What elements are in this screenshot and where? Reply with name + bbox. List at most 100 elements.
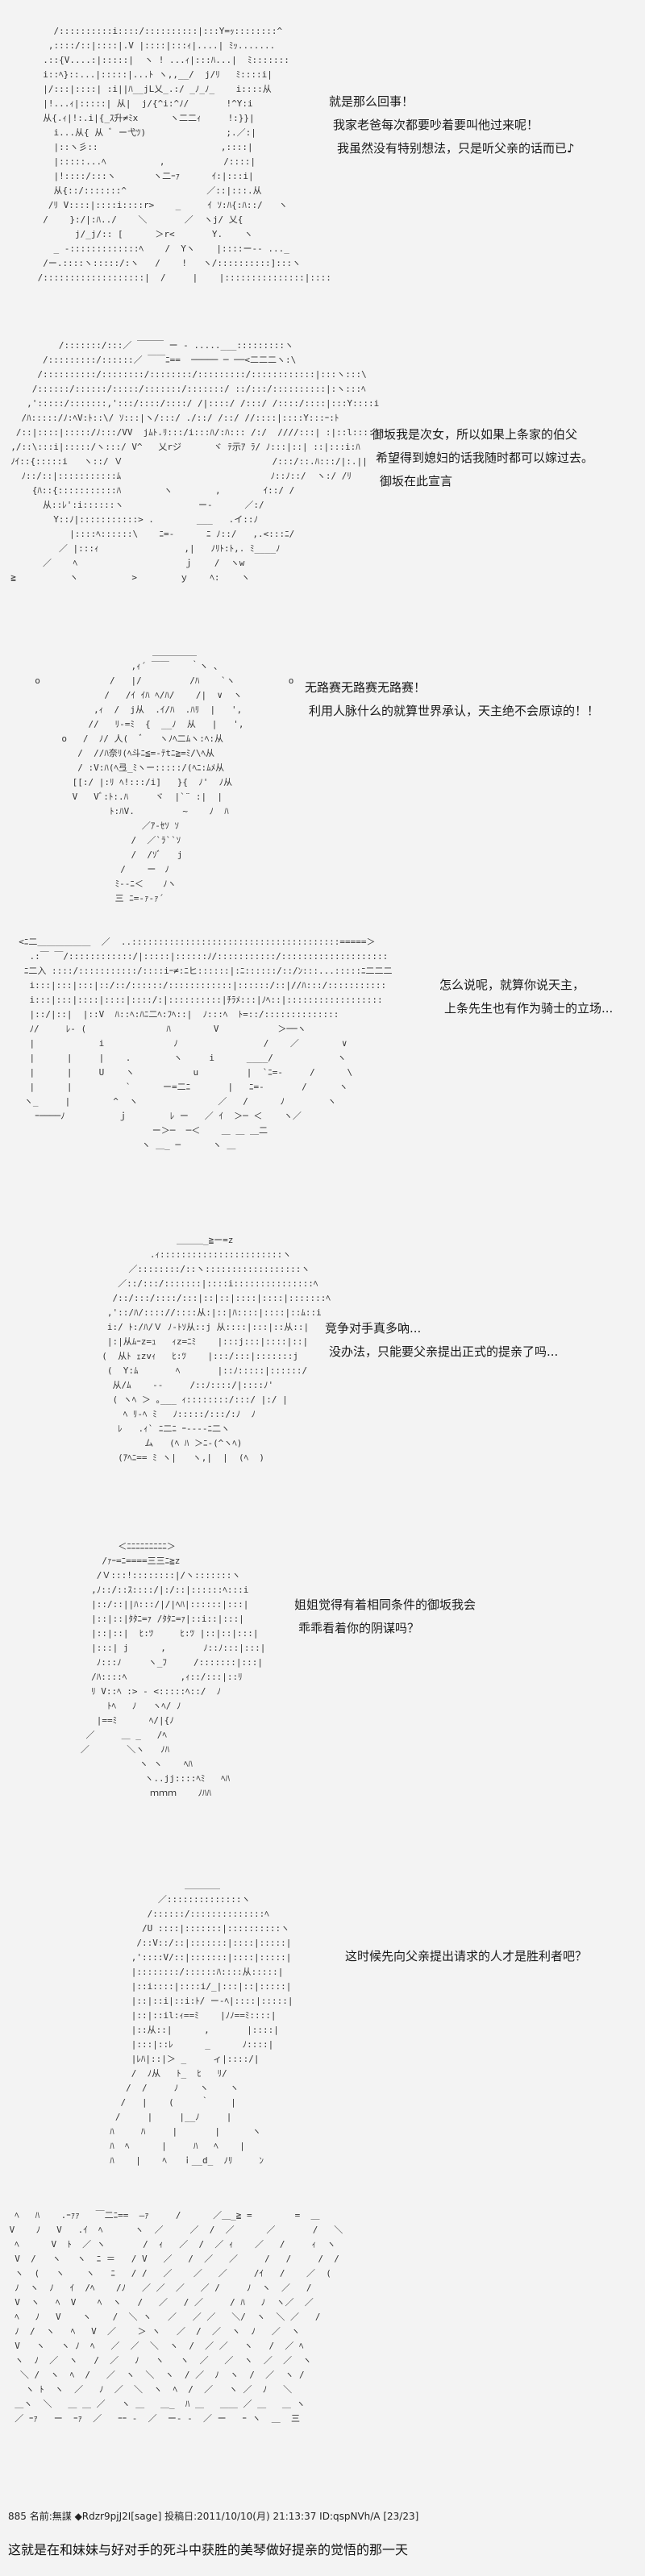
ascii-art-line: /U ::::|:::::::|::::::::::ヽ [56,1923,290,1934]
ascii-art-line: ／::/:::/:::::::|::::i:::::::::::::::ﾍ [48,1278,318,1289]
ascii-art-line: /::/:::/::::/:::|::|::|::::|::::|:::::::… [48,1293,331,1303]
ascii-art-line: // ﾘ-=ﾐ { __ﾉ 从 | ', [24,719,244,729]
ascii-art-line: .:￣ ￣/::::::::::::/|:::::|::::::ﾉ/::::::… [8,951,389,962]
ascii-art-line: |:::::...ﾍ , /::::| [32,156,256,167]
ascii-art-line: Y::ﾉ|:::::::::::> . ___ .イ::ﾉ [0,514,259,525]
ascii-art-line: |:::| j , ﾉ::ﾉ:::|:::| [64,1643,266,1653]
ascii-art-panel-7: ＿＿＿＿ ／::::::::::::::ヽ /::::::/::::::::::… [56,1878,293,2168]
ascii-art-line: o / |/ /ﾊ `ヽ o [24,675,294,686]
ascii-art-line: ﾄ:ﾊV. ~ ﾉ ﾊ [24,806,229,816]
ascii-art-line: / ／`ﾗ``ｿ [24,835,181,846]
ascii-art-line: ／ |:::ｨ ,| ﾉﾘﾄ:ﾄ,. ﾐ____ﾉ [0,543,281,554]
ascii-art-line: ﾉ::/::|:::::::::::ﾑ ﾉ::ﾉ::/ ヽ:/ /ﾘ [0,471,352,481]
ascii-art-line: ﾉ ヽ ﾉ ｲ /ﾍ /ﾉ ／ ／ ／ ／ / ﾉ ヽ ／ / [4,2283,312,2293]
ascii-art-line: /ﾊ:::::/ﾉ:ﾍV:ﾄ::\/ ｿ:::|ヽ/:::/ ./::/ /::… [0,413,339,423]
dialogue-line: 乖乖看着你的阴谋吗？ [298,1621,420,1635]
ascii-art-line: j/_j/:: [ ＞r< Y. ヽ [32,229,253,239]
ascii-art-line: /::::::::::/::::::::/::::::::/:::::::::/… [0,369,367,380]
ascii-art-line: ＼ / ヽ ﾍ / ／ ヽ ＼ ヽ / ／ ﾉ ヽ / ／ ヽ / [4,2370,305,2380]
ascii-art-line: ﾍ V ﾄ ／ ヽ / ｨ ／ / ／ ｨ ／ / ｨ ヽ [4,2239,336,2250]
dialogue-line: 上条先生也有作为骑士的立场... [444,1001,614,1016]
ascii-art-line: ﾊ ﾊ | | ヽ [56,2126,261,2137]
ascii-art-line: /:::::::/:::／ ￣￣￣ ー - .....___:::::::::ヽ [0,340,294,351]
ascii-art-line: ／ ｰｧ ー ｰｧ ／ ｰｰ - ／ ー- - ／ ー ｰ ヽ ＿ 三 [4,2413,301,2424]
ascii-art-line: /ﾊ::::ﾍ ,ｨ::/:::|::ﾘ [64,1672,243,1682]
ascii-art-line: V ヽ ヽ ﾉ ﾍ ／ ／ ＼ ヽ / ／ ／ ヽ / ／ ﾍ [4,2341,304,2351]
ascii-art-line: / ﾉ从 ﾄ_ ﾋ ﾘ/ [56,2068,227,2079]
ascii-art-line: /:::::::::::::::::::| / | |:::::::::::::… [32,272,331,283]
ascii-art-line: | | U ヽ u | `ﾆ=- / \ [8,1067,353,1078]
dialogue-line: 竞争对手真多吶... [325,1321,422,1336]
ascii-art-line: / /ｲ ｲﾊ ﾍ/ﾊ/ /| ∨ ヽ [24,690,243,700]
dialogue-line: 御坂在此宣言 [380,474,453,488]
ascii-art-line: ,ｨ´ ￣￣ ｀ヽ 、 [24,661,223,671]
ascii-art-line: ヽ ﾄ ヽ ／ ﾉ ／ ＼ ヽ ﾍ / ／ ヽ ／ ﾉ ＼ [4,2384,293,2395]
ascii-art-line: ム (ﾍ ﾊ ＞ﾆ-(^ヽﾍ) [48,1438,248,1448]
ascii-art-line: 从/ﾑ ‐‐ /::ﾉ::::/|::::ﾉ' [48,1380,274,1390]
ascii-art-line: ヽ ＿_ ─ ヽ ＿ [8,1140,263,1150]
ascii-art-line: ヽ ﾉ ／ ヽ / ／ ﾉ ヽ ヽ ／ ／ ヽ ／ ／ ヽ [4,2355,312,2366]
ascii-art-line: |:::|::ﾚ _ ﾉ::::| [56,2039,274,2050]
ascii-art-line: (ｱﾍﾆ== ﾐ ヽ| ヽ,| | (ﾍ ) [48,1452,265,1463]
dialogue-line: 怎么说呢，就算你说天主， [439,978,585,992]
ascii-art-line: 从{::/:::::::^ ／::|:::.从 [32,185,262,196]
ascii-art-line: ＿＿＿＿ [56,1880,220,1890]
ascii-art-line: ﾐ--ﾆ＜ ﾉヽ [24,879,177,889]
ascii-art-line: ,':::::/:::::::,':::/::::/::::/ /|::::/ … [0,398,380,409]
ascii-art-line: |::i::::|::::i/_|:::|::|:::::| [56,1981,292,1992]
ascii-art-line: /ｧｰ=ﾆ====三三ﾆ≧z [64,1556,181,1566]
ascii-art-line: ,ｨ / j从 .ｲ/ﾊ .ﾊﾘ | ', [24,704,243,715]
ascii-art-line: |==ﾐ ﾍ/|{ﾉ [64,1715,174,1726]
ascii-art-line: i::ﾍ}::...|:::::|...ﾄ ヽ,,__/ j/ﾘ ﾐ::::i| [32,69,273,80]
ascii-art-line: i:::|:::|:::|::/::/::::::/::::::::::::|:… [8,980,387,991]
ascii-art-line: |::::ﾍ::::::\ ﾆ=- ﾆ ﾉ::/ ,.<:::ﾆ/ [0,529,295,539]
dialogue-line: 这时候先向父亲提出请求的人才是胜利者吧？ [345,1949,588,1963]
ascii-art-line: <ﾆ二＿＿＿＿＿＿ ／ ..::::::::::::::::::::::::::… [8,937,376,947]
ascii-art-line: / | ( ｀ | [56,2097,236,2108]
ascii-art-panel-8: ﾍ ﾊ .ｰｧｧ ￣二ﾆ== ―ｧ / ／＿_≧ = = ＿ V ﾉ V .ｲ … [4,2208,343,2426]
ascii-art-line: /::V::/::|:::::::|::::|:::::| [56,1938,292,1948]
ascii-art-line: |ﾚﾊ|::|＞ _ ィ|::::/| [56,2054,260,2064]
ascii-art-line: |::|::il:ｨ==ﾐ |ﾉﾉ==ﾐ::::| [56,2010,277,2021]
ascii-art-line: ,ﾉ::/::ｽ::::/|:/::|::::::ﾍ:::i [64,1585,249,1595]
dialogue-panel-3: 无路赛无路赛无路赛！ 利用人脉什么的就算世界承认，天主绝不会原谅的！！ [305,676,599,723]
ascii-art-line: 三 ﾆ=-ｧ-ｧ´ [24,893,164,904]
dialogue-line: 我虽然没有特别想法，只是听父亲的话而已♪ [337,141,575,156]
ascii-art-line: |:|从ﾑｰz=ｭ ｨz=ﾆﾐ |:::j:::|::::|::| [48,1336,309,1347]
ascii-art-line: ﾚ .ｨ` ﾆ二ﾆ ｰ-‐-‐ﾆ二ヽ [48,1423,230,1434]
dialogue-line: 御坂我是次女，所以如果上条家的伯父 [372,427,578,442]
dialogue-panel-4: 怎么说呢，就算你说天主， 上条先生也有作为骑士的立场... [439,974,613,1020]
ascii-art-line: ／ ＿ _ /ﾍ [64,1730,167,1740]
ascii-art-line: /ー.::::ヽ:::::/:ヽ / ! ヽ/::::::::::]:::ヽ [32,258,302,268]
ascii-art-line: V Vﾞ:ﾄ:.ﾊ ヾ |`¨ :| | [24,791,223,802]
ascii-art-line: i...从{ 从 ﾞ ー弋ﾂ) ;.／:| [32,127,256,138]
ascii-art-line: .ｨ:::::::::::::::::::::::ヽ [48,1249,292,1260]
ascii-art-line: |::ヽ彡:: ,::::| [32,142,253,152]
ascii-art-line: ﾉｲ::{:::::i ヽ::/ Ｖ /:::/::.ﾊ:::/|:.|| [0,456,368,467]
ascii-art-line: / / ﾉ ヽ ヽ [56,2083,239,2093]
ascii-art-line: ,'::::V/::|:::::::|::::|:::::| [56,1952,292,1963]
ascii-art-line: ／::::::::/::ヽ::::::::::::::::::ヽ [48,1264,310,1274]
ascii-art-line: V ヽ ﾍ V ﾍ ヽ / ／ / ／ / ﾊ ﾉ ヽ／ ／ [4,2297,314,2308]
ascii-art-line: ／ ﾍ ｊ / ヽw [0,558,245,568]
ascii-art-line: |!::::/:::ヽ ヽ二ｰｧ ｲ:|:::i| [32,171,254,181]
ascii-art-panel-4: <ﾆ二＿＿＿＿＿＿ ／ ..::::::::::::::::::::::::::… [8,935,392,1153]
ascii-art-line: ー＞─ ─＜ ＿ ＿ ＿二 [8,1125,268,1136]
ascii-art-line: ﾄﾍ ﾉ ヽﾍ/ ﾉ [64,1701,181,1711]
ascii-art-line: ﾉ / ヽ ﾍ V ／ ＞ ヽ ／ / ／ ヽ ﾉ ／ ヽ [4,2326,301,2337]
ascii-art-line: ｍｍｍ ﾉﾊﾊ [64,1788,211,1798]
ascii-art-line: ヽ ( ヽ ヽ ﾆ / / ／ ／ ／ /ｲ / ／ ( [4,2268,331,2279]
ascii-art-line: /ﾘ V::::|::::i::::r> _ ｲ ｿ:ﾊ{:ﾊ::/ ヽ [32,200,288,210]
ascii-art-line: ( 从ﾄ ｪzvｨ ﾋ:ﾂ |:::/:::|:::::::j [48,1351,299,1361]
ascii-art-line: ﾉ/ ﾚ- ( ﾊ V ＞──ヽ [8,1024,306,1034]
ascii-art-line: /::::::::::i::::/::::::::::|:::Y=ｯ::::::… [32,26,283,36]
ascii-art-line: ヽ..jj::::ﾍﾐ ﾍﾊ [64,1773,231,1784]
ascii-art-line: ﾊ ﾍ | ﾊ ﾍ | [56,2141,245,2151]
dialogue-panel-7: 这时候先向父亲提出请求的人才是胜利者吧？ [345,1945,587,1968]
ascii-art-line: ＿ヽ ＼ ＿ ＿ ／ ヽ ＿ ＿_ ﾊ ＿ ＿＿ ／ ＿ ＿ ヽ [4,2399,306,2409]
ascii-art-line: ヽ ヽ ﾍﾊ [64,1759,193,1769]
dialogue-line: 利用人脉什么的就算世界承认，天主绝不会原谅的！！ [309,704,600,718]
ascii-art-line: |::/::||ﾊ:::/|/|ﾍﾊ|::::::|:::| [64,1599,249,1610]
ascii-art-line: _ -:::::::::::::ﾍ / Yヽ |::::ー-- ..._ [32,243,289,254]
ascii-art-line: V / ヽ ヽ ﾆ ＝ / V ／ / ／ ／ / / / / [4,2254,339,2264]
